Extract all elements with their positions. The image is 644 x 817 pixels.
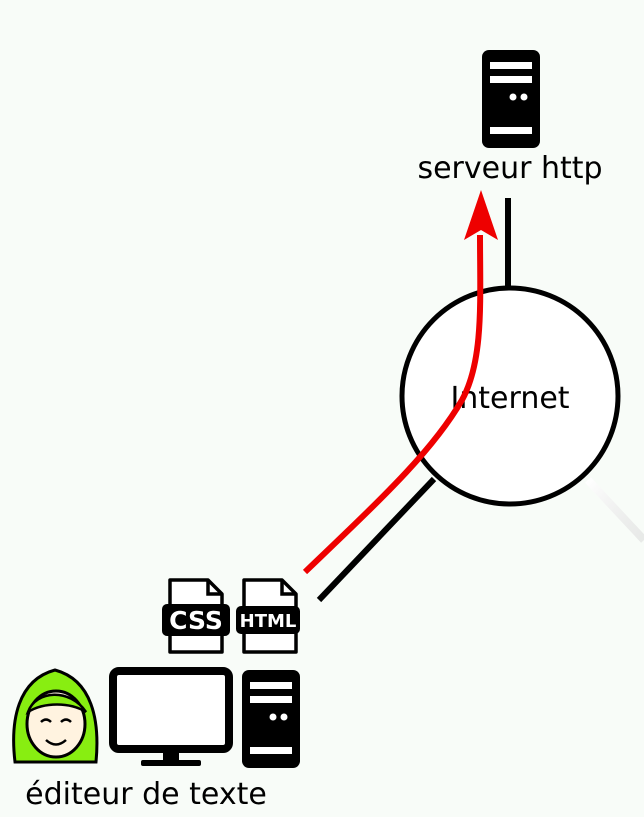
girl-avatar-icon bbox=[12, 668, 99, 764]
html-file-icon: HTML bbox=[236, 578, 300, 654]
upload-arrow bbox=[302, 234, 484, 575]
server-label: serveur http bbox=[417, 151, 602, 186]
internet-cloud bbox=[399, 285, 621, 507]
css-file-icon: CSS bbox=[162, 578, 230, 654]
client-internet-link bbox=[316, 476, 437, 603]
monitor-icon bbox=[109, 667, 233, 766]
editor-label: éditeur de texte bbox=[25, 777, 267, 812]
faded-link bbox=[585, 477, 644, 543]
server-tower-icon bbox=[482, 50, 540, 148]
upload-arrowhead bbox=[464, 190, 498, 240]
html-file-label: HTML bbox=[240, 611, 297, 632]
css-file-label: CSS bbox=[169, 606, 223, 635]
client-tower-icon bbox=[242, 670, 300, 768]
